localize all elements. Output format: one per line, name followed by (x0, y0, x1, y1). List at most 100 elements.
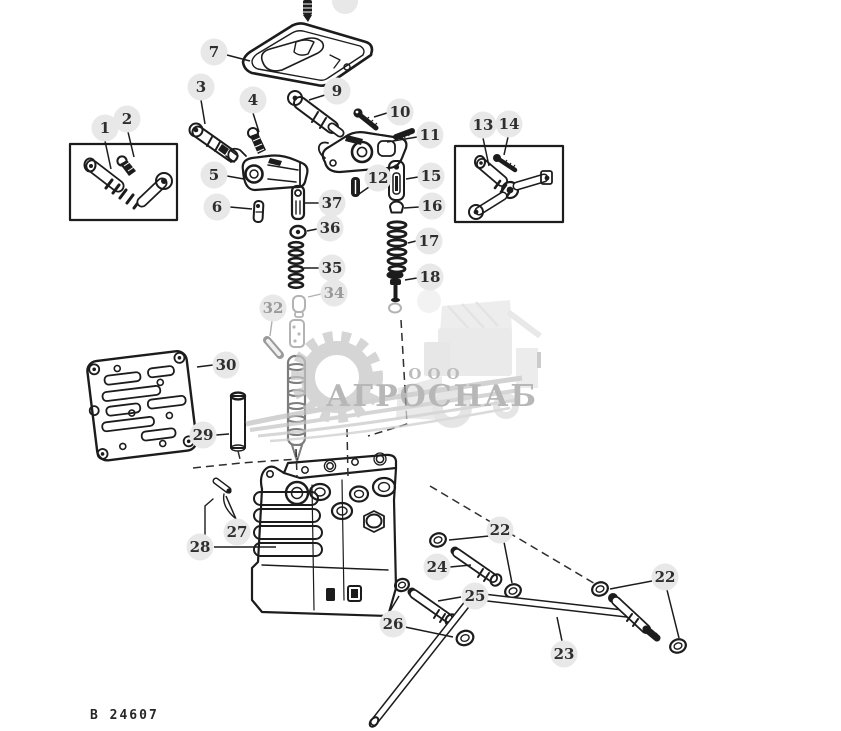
part-12-pin (351, 177, 360, 197)
callout-25-28: 25 (461, 582, 489, 610)
callout-13-8: 13 (469, 111, 497, 139)
washer-26-upper (394, 577, 410, 593)
callout-17-17: 17 (415, 227, 443, 255)
callout-15-12: 15 (417, 162, 445, 190)
washer-22-far-right (669, 638, 687, 654)
callout-35-18: 35 (318, 254, 346, 282)
svg-text:24: 24 (427, 558, 448, 576)
callout-30-22: 30 (212, 351, 240, 379)
part-16-plug (389, 200, 404, 214)
pipe-23 (368, 592, 633, 728)
part-top-bolt (303, 0, 312, 22)
part-13-rocker (468, 155, 553, 220)
part-17-spring (386, 220, 408, 274)
leader-lines (104, 54, 680, 642)
parts-layer (68, 0, 687, 728)
callout-36-16: 36 (316, 214, 344, 242)
svg-text:17: 17 (419, 232, 440, 250)
svg-text:2: 2 (122, 110, 132, 128)
callout-14-9: 14 (495, 110, 523, 138)
svg-text:30: 30 (216, 356, 237, 374)
svg-text:16: 16 (422, 197, 443, 215)
alignment-dashed-lines (192, 319, 598, 586)
part-5-rocker-arm (227, 147, 309, 192)
svg-text:22: 22 (490, 521, 511, 539)
watermark: ООО АГРОСНАБ (245, 300, 542, 443)
svg-text:10: 10 (390, 103, 411, 121)
part-6-pin (252, 200, 265, 224)
callout-11-5: 11 (416, 121, 444, 149)
callout-26-29: 26 (379, 610, 407, 638)
callout-3-1: 3 (187, 73, 215, 101)
part-10-screw (353, 108, 379, 131)
callout-16-15: 16 (418, 192, 446, 220)
callout-27-24: 27 (223, 518, 251, 546)
box-parts-13-14 (453, 144, 565, 224)
part-36-washer (289, 224, 307, 240)
watermark-company-prefix: ООО (408, 365, 465, 383)
svg-text:9: 9 (332, 82, 342, 100)
svg-text:23: 23 (554, 645, 575, 663)
part-14-screw (493, 154, 518, 173)
callout-12-11: 12 (364, 164, 392, 192)
svg-text:18: 18 (420, 268, 441, 286)
callout-4-2: 4 (239, 86, 267, 114)
svg-text:13: 13 (473, 116, 494, 134)
part-32-pin (263, 336, 284, 359)
callout-6-13: 6 (203, 193, 231, 221)
part-37-pin (290, 184, 306, 221)
svg-text:6: 6 (212, 198, 222, 216)
svg-text:29: 29 (193, 426, 214, 444)
callout-32-21: 32 (259, 294, 287, 322)
washer-22-left (429, 532, 447, 548)
svg-text:7: 7 (209, 43, 219, 61)
callout-18-19: 18 (416, 263, 444, 291)
watermark-leaf-swoosh (245, 375, 523, 443)
drawing-number: B 24607 (90, 708, 159, 723)
part-11-rocker-assembly (318, 128, 415, 174)
svg-text:28: 28 (190, 538, 211, 556)
svg-text:35: 35 (322, 259, 343, 277)
svg-text:15: 15 (421, 167, 442, 185)
svg-text:26: 26 (383, 615, 404, 633)
svg-text:1: 1 (100, 119, 110, 137)
washer-22-right (591, 581, 609, 597)
box-parts-1-2 (68, 142, 179, 222)
callout-5-10: 5 (200, 161, 228, 189)
part-18-valve-poppet (386, 270, 404, 303)
callout-9-3: 9 (323, 77, 351, 105)
svg-text:36: 36 (320, 219, 341, 237)
part-28-valve-body (250, 452, 398, 618)
svg-text:5: 5 (209, 166, 219, 184)
part-7-cover-plate (241, 22, 374, 87)
callout-22-31: 22 (651, 563, 679, 591)
part-24-connector (450, 546, 503, 587)
callout-28-25: 28 (186, 533, 214, 561)
washer-26-lower (455, 629, 475, 647)
watermark-company-name: АГРОСНАБ (326, 379, 538, 414)
callout-1-6: 1 (91, 114, 119, 142)
svg-text:11: 11 (420, 126, 441, 144)
svg-text:34: 34 (324, 284, 345, 302)
part-27-pin (204, 477, 236, 546)
part-30-gasket-plate (86, 349, 198, 462)
callout-2-7: 2 (113, 105, 141, 133)
callout-23-30: 23 (550, 640, 578, 668)
part-2-screw (116, 155, 136, 176)
part-4-pin-bolt (247, 127, 266, 154)
svg-text:14: 14 (499, 115, 520, 133)
svg-text:37: 37 (322, 194, 343, 212)
callout-24-27: 24 (423, 553, 451, 581)
callout-37-14: 37 (318, 189, 346, 217)
svg-text:32: 32 (263, 299, 284, 317)
part-29-dowel (229, 391, 247, 452)
fitting-23-right (608, 593, 661, 642)
callout-10-4: 10 (386, 98, 414, 126)
part-9-plunger (287, 90, 345, 138)
svg-text:22: 22 (655, 568, 676, 586)
svg-text:12: 12 (368, 169, 389, 187)
ghost-part-19 (388, 289, 441, 314)
